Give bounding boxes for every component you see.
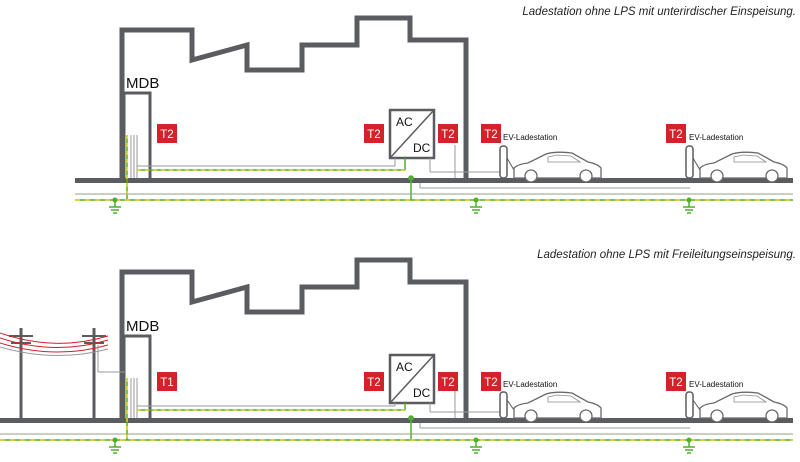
spd-badge-label: T2 <box>367 377 380 389</box>
car-icon <box>699 391 788 423</box>
ev-station-1: T2 EV-Ladestation <box>481 124 602 183</box>
earth-bus <box>75 193 793 201</box>
mdb-cabinet <box>122 91 152 178</box>
ground-line <box>0 418 793 423</box>
earth-symbol <box>683 197 695 214</box>
spd-badge-inverter-right: T2 <box>438 372 458 391</box>
earth-symbol <box>683 437 695 454</box>
ac-dc-converter: AC DC <box>388 108 436 160</box>
charging-post <box>499 391 508 419</box>
internal-cables <box>137 145 690 200</box>
converter-dc-label: DC <box>413 386 431 400</box>
ev-station-2: T2 EV-Ladestation <box>666 124 788 183</box>
charging-post <box>499 145 508 179</box>
panel-overhead-feed: Ladestation ohne LPS mit Freileitungsein… <box>0 249 796 454</box>
spd-badge-mdb: T2 <box>157 124 177 143</box>
utility-pole <box>82 328 106 418</box>
spd-badge-label: T2 <box>484 129 497 141</box>
mdb-conductors <box>126 378 138 440</box>
spd-badge-label: T1 <box>160 377 173 389</box>
utility-pole <box>9 328 33 418</box>
spd-badge-label: T2 <box>367 129 380 141</box>
ground-line <box>75 178 793 183</box>
charging-post <box>685 145 694 179</box>
building-outline <box>119 15 469 178</box>
station-label: EV-Ladestation <box>689 380 743 389</box>
earth-symbol <box>470 437 482 454</box>
mdb-label: MDB <box>126 75 159 92</box>
charging-post <box>685 391 694 419</box>
earth-symbol <box>109 437 121 454</box>
panel-caption: Ladestation ohne LPS mit Freileitungsein… <box>537 249 796 261</box>
earth-symbol <box>470 197 482 214</box>
mdb-cabinet <box>122 334 152 418</box>
earth-bus <box>0 433 793 441</box>
spd-badge-mdb: T1 <box>157 372 177 391</box>
mdb-conductors <box>126 135 138 200</box>
panel-underground-feed: Ladestation ohne LPS mit unterirdischer … <box>75 6 796 214</box>
spd-badge-label: T2 <box>669 377 682 389</box>
ev-station-2: T2 EV-Ladestation <box>666 372 788 423</box>
mdb-label: MDB <box>126 318 159 335</box>
spd-badge-inverter-right: T2 <box>438 124 458 143</box>
spd-badge-inverter-left: T2 <box>364 124 384 143</box>
spd-badge-label: T2 <box>441 129 454 141</box>
spd-badge-label: T2 <box>484 377 497 389</box>
ev-station-1: T2 EV-Ladestation <box>481 372 602 423</box>
station-label: EV-Ladestation <box>503 380 557 389</box>
overhead-line <box>0 332 126 373</box>
car-icon <box>699 151 788 183</box>
ac-dc-converter: AC DC <box>388 353 436 405</box>
car-icon <box>513 151 602 183</box>
panel-caption: Ladestation ohne LPS mit unterirdischer … <box>522 6 796 18</box>
spd-badge-label: T2 <box>160 129 173 141</box>
station-label: EV-Ladestation <box>689 133 743 142</box>
spd-badge-label: T2 <box>441 377 454 389</box>
building-outline <box>119 257 469 418</box>
spd-badge-label: T2 <box>669 129 682 141</box>
converter-ac-label: AC <box>396 115 413 129</box>
converter-dc-label: DC <box>413 141 431 155</box>
spd-badge-inverter-left: T2 <box>364 372 384 391</box>
converter-ac-label: AC <box>396 360 413 374</box>
earth-symbol <box>109 197 121 214</box>
station-label: EV-Ladestation <box>503 133 557 142</box>
internal-cables <box>137 391 690 440</box>
car-icon <box>513 391 602 423</box>
